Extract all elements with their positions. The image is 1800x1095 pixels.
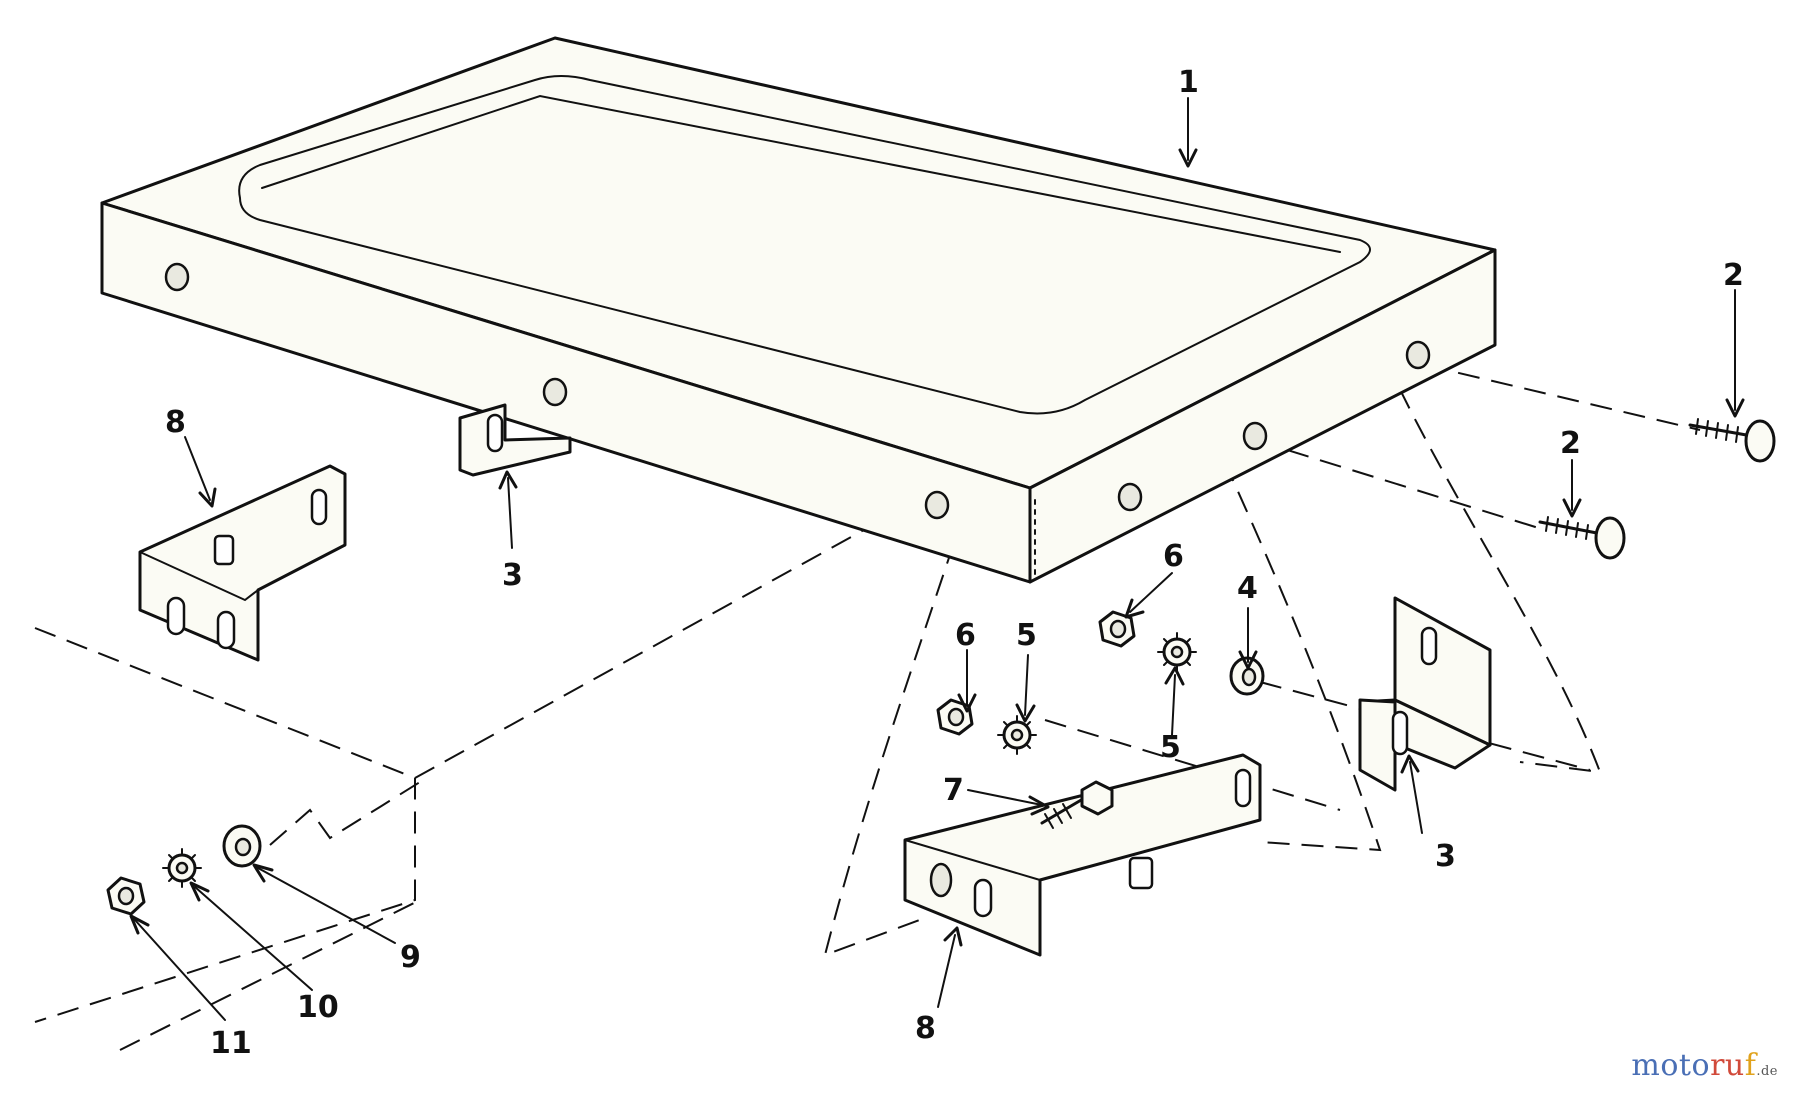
carriage-bolt-part-2-upper bbox=[1688, 418, 1776, 463]
label-part-6-right: 6 bbox=[1163, 539, 1184, 574]
label-part-11: 11 bbox=[210, 1026, 252, 1061]
label-part-2-upper: 2 bbox=[1723, 258, 1744, 293]
motoruf-watermark-logo: motoruf.de bbox=[1631, 1048, 1778, 1083]
label-part-5-left: 5 bbox=[1016, 618, 1037, 653]
carriage-bolt-part-2-lower bbox=[1538, 516, 1626, 560]
leader-arrows bbox=[129, 97, 1745, 1021]
bracket-part-8-left bbox=[138, 464, 347, 662]
label-part-9: 9 bbox=[400, 940, 421, 975]
hex-nut-part-6-right bbox=[1098, 610, 1136, 648]
label-part-4: 4 bbox=[1237, 571, 1258, 606]
label-part-7: 7 bbox=[943, 773, 964, 808]
hex-bolt-part-7 bbox=[1040, 780, 1114, 829]
lock-washer-part-5-right bbox=[1157, 632, 1197, 672]
label-part-2-lower: 2 bbox=[1560, 426, 1581, 461]
label-part-6-left: 6 bbox=[955, 618, 976, 653]
lock-washer-part-5-left bbox=[997, 715, 1037, 755]
label-part-1: 1 bbox=[1178, 65, 1199, 100]
label-part-10: 10 bbox=[297, 990, 339, 1025]
bracket-part-8-bottom bbox=[903, 753, 1262, 957]
label-part-5-right: 5 bbox=[1160, 730, 1181, 765]
label-part-3-right: 3 bbox=[1435, 839, 1456, 874]
bracket-part-3-left bbox=[458, 403, 572, 477]
label-part-3-left: 3 bbox=[502, 558, 523, 593]
flat-washer-part-9 bbox=[222, 824, 262, 868]
hex-nut-part-6-left bbox=[936, 698, 974, 736]
frame-part-1 bbox=[100, 36, 1497, 584]
lock-washer-part-10 bbox=[162, 848, 202, 888]
part-labels: 1 2 2 3 3 4 5 5 6 6 7 8 8 9 10 11 bbox=[165, 65, 1744, 1061]
label-part-8-left: 8 bbox=[165, 405, 186, 440]
label-part-8-bottom: 8 bbox=[915, 1011, 936, 1046]
hex-nut-part-11 bbox=[106, 876, 146, 916]
flat-washer-part-4 bbox=[1229, 656, 1265, 696]
bracket-part-3-right bbox=[1358, 596, 1492, 792]
dashed-projection-lines bbox=[34, 357, 1701, 1051]
